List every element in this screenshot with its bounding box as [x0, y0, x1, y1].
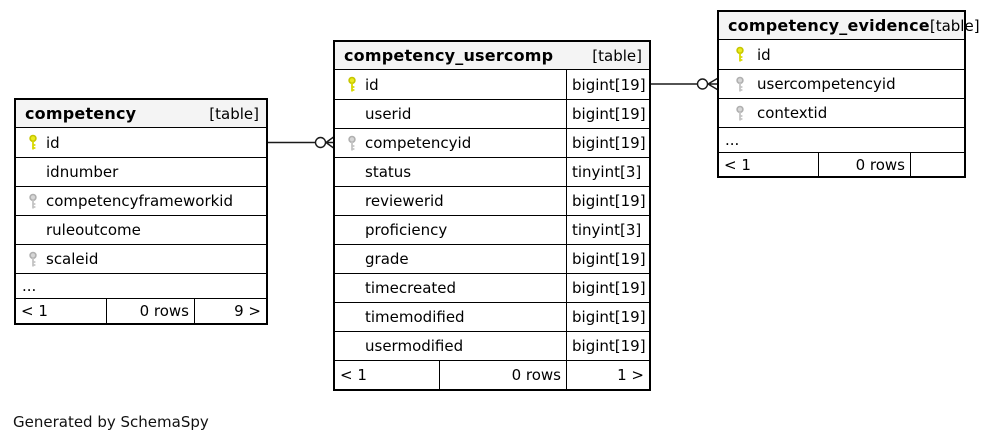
- foreign-key-icon: [20, 193, 46, 210]
- child-count: 1 >: [566, 361, 649, 389]
- foreign-key-icon: [20, 251, 46, 268]
- table-header[interactable]: competency_evidence [table]: [719, 12, 980, 40]
- row-count: 0 rows: [439, 361, 566, 389]
- column-type: bigint[19]: [566, 274, 649, 302]
- table-type-tag: [table]: [209, 104, 259, 123]
- column-name: id: [365, 75, 379, 94]
- column-type: bigint[19]: [566, 245, 649, 273]
- foreign-key-icon: [723, 105, 757, 122]
- column-type: bigint[19]: [566, 303, 649, 331]
- table-competency-evidence[interactable]: competency_evidence [table] id usercompe…: [717, 10, 980, 178]
- column-type: bigint[19]: [566, 70, 649, 99]
- column-type: tinyint[3]: [566, 216, 649, 244]
- connector-usercomp-to-evidence: [649, 76, 720, 92]
- column-row-timemodified: timemodified bigint[19]: [335, 302, 649, 331]
- primary-key-icon: [339, 76, 365, 93]
- column-name: userid: [365, 105, 412, 123]
- table-name[interactable]: competency_usercomp: [344, 46, 554, 65]
- table-competency[interactable]: competency [table] id idnumber compete: [14, 98, 268, 325]
- column-type: bigint[19]: [566, 187, 649, 215]
- column-name: id: [757, 45, 771, 64]
- table-footer: < 1 0 rows 1 >: [335, 360, 649, 389]
- column-name: reviewerid: [365, 192, 444, 210]
- hidden-columns-ellipsis: ...: [16, 273, 266, 298]
- parent-count: < 1: [724, 155, 751, 174]
- primary-key-icon: [723, 46, 757, 63]
- table-competency-usercomp[interactable]: competency_usercomp [table] id bigint[19…: [333, 40, 651, 391]
- table-footer: < 1 0 rows 9 >: [16, 298, 266, 323]
- column-row-scaleid: scaleid: [16, 244, 266, 273]
- foreign-key-icon: [723, 76, 757, 93]
- column-row-proficiency: proficiency tinyint[3]: [335, 215, 649, 244]
- table-header[interactable]: competency [table]: [16, 100, 266, 128]
- table-footer: < 1 0 rows: [719, 152, 964, 176]
- column-name: contextid: [757, 104, 828, 122]
- column-row-id: id: [719, 40, 964, 69]
- table-type-tag: [table]: [929, 16, 980, 35]
- hidden-columns-ellipsis: ...: [719, 127, 964, 152]
- row-count: 0 rows: [106, 299, 194, 323]
- column-row-contextid: contextid: [719, 98, 964, 127]
- column-type: tinyint[3]: [566, 158, 649, 186]
- column-name: usermodified: [365, 337, 464, 355]
- table-name[interactable]: competency: [25, 104, 137, 123]
- column-name: usercompetencyid: [757, 75, 896, 93]
- column-row-usercompetencyid: usercompetencyid: [719, 69, 964, 98]
- column-name: ruleoutcome: [46, 221, 141, 239]
- child-count: [910, 153, 964, 176]
- column-name: status: [365, 163, 412, 181]
- column-row-competencyid: competencyid bigint[19]: [335, 128, 649, 157]
- column-name: timecreated: [365, 279, 457, 297]
- column-row-reviewerid: reviewerid bigint[19]: [335, 186, 649, 215]
- column-name: grade: [365, 250, 409, 268]
- column-row-timecreated: timecreated bigint[19]: [335, 273, 649, 302]
- connector-competency-to-usercomp: [266, 135, 336, 150]
- column-name: idnumber: [46, 163, 119, 181]
- column-name: timemodified: [365, 308, 465, 326]
- child-count: 9 >: [194, 299, 266, 323]
- parent-count: < 1: [340, 366, 367, 384]
- column-row-id: id bigint[19]: [335, 70, 649, 99]
- parent-count: < 1: [21, 302, 48, 320]
- column-name: scaleid: [46, 250, 99, 268]
- column-name: id: [46, 133, 60, 152]
- column-row-usermodified: usermodified bigint[19]: [335, 331, 649, 360]
- schemaspy-credit: Generated by SchemaSpy: [13, 413, 209, 431]
- column-row-status: status tinyint[3]: [335, 157, 649, 186]
- column-name: competencyid: [365, 134, 472, 152]
- column-row-userid: userid bigint[19]: [335, 99, 649, 128]
- table-name[interactable]: competency_evidence: [728, 16, 930, 35]
- column-name: proficiency: [365, 221, 448, 239]
- table-type-tag: [table]: [592, 46, 642, 65]
- column-row-id: id: [16, 128, 266, 157]
- column-type: bigint[19]: [566, 332, 649, 360]
- column-row-ruleoutcome: ruleoutcome: [16, 215, 266, 244]
- column-row-grade: grade bigint[19]: [335, 244, 649, 273]
- primary-key-icon: [20, 134, 46, 151]
- column-type: bigint[19]: [566, 100, 649, 128]
- column-type: bigint[19]: [566, 129, 649, 157]
- column-name: competencyframeworkid: [46, 192, 233, 210]
- foreign-key-icon: [339, 135, 365, 152]
- column-row-idnumber: idnumber: [16, 157, 266, 186]
- column-row-competencyframeworkid: competencyframeworkid: [16, 186, 266, 215]
- table-header[interactable]: competency_usercomp [table]: [335, 42, 649, 70]
- row-count: 0 rows: [818, 153, 910, 176]
